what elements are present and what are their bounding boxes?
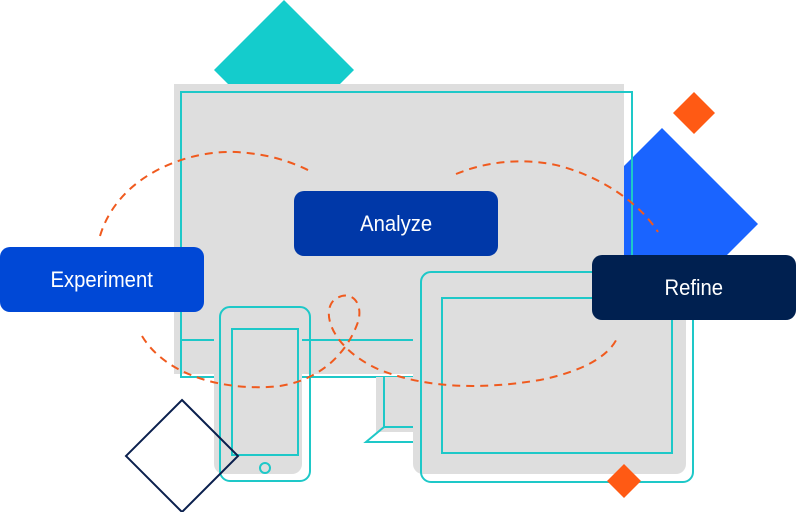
phone-icon xyxy=(214,306,311,482)
refine-label: Refine xyxy=(592,255,796,320)
experiment-label: Experiment xyxy=(0,247,204,312)
experiment-text: Experiment xyxy=(50,266,154,292)
orange-diamond-top-shape xyxy=(673,92,715,134)
tablet-icon xyxy=(413,271,694,483)
refine-text: Refine xyxy=(664,274,724,300)
analyze-text: Analyze xyxy=(359,210,433,236)
infinity-loop-path xyxy=(99,150,659,389)
analyze-label: Analyze xyxy=(294,191,498,256)
outline-diamond-shape xyxy=(124,398,240,512)
orange-diamond-bottom-shape xyxy=(607,464,641,498)
